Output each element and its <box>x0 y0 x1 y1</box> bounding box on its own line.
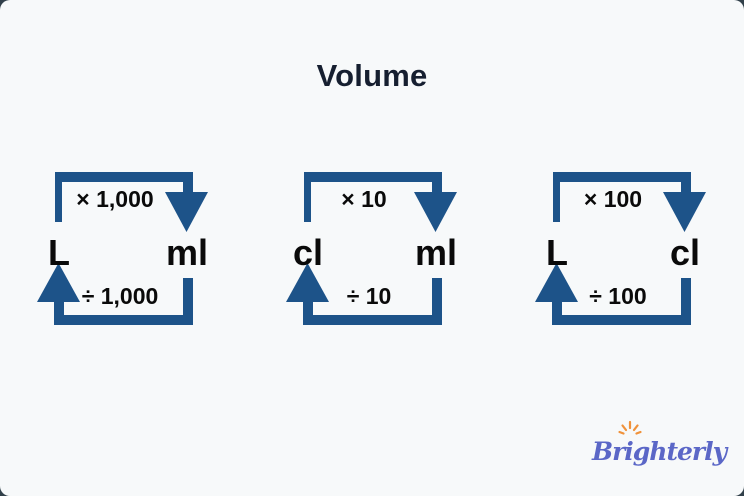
left-unit-label: cl <box>293 232 323 273</box>
up-arrowhead-icon <box>535 263 578 302</box>
up-arrowhead-icon <box>286 263 329 302</box>
left-unit-label: L <box>546 232 568 273</box>
conversion-diagram-cl-ml: cl ml × 10 ÷ 10 <box>285 168 459 326</box>
down-arrowhead-icon <box>165 192 208 232</box>
conversion-arrows-graphic: L ml × 1,000 ÷ 1,000 <box>37 172 208 325</box>
right-unit-label: ml <box>415 232 457 273</box>
conversion-arrows-graphic: cl ml × 10 ÷ 10 <box>286 172 457 325</box>
up-arrowhead-icon <box>37 263 80 302</box>
multiply-arrow <box>55 172 208 232</box>
conversion-diagram-l-cl: L cl × 100 ÷ 100 <box>534 168 708 326</box>
multiply-factor-label: × 100 <box>584 186 642 212</box>
brighterly-logo-text: Brighterly <box>592 437 727 466</box>
multiply-factor-label: × 1,000 <box>76 186 153 212</box>
divide-arrow <box>535 263 691 325</box>
divide-factor-label: ÷ 100 <box>589 283 646 309</box>
divide-arrow <box>37 263 193 325</box>
multiply-arrow <box>304 172 457 232</box>
page-title: Volume <box>316 58 428 93</box>
conversion-arrows-graphic: L cl × 100 ÷ 100 <box>535 172 706 325</box>
multiply-arrow <box>553 172 706 232</box>
left-unit-label: L <box>48 232 70 273</box>
right-unit-label: ml <box>166 232 208 273</box>
sun-rays-icon <box>618 420 642 435</box>
down-arrowhead-icon <box>414 192 457 232</box>
down-arrowhead-icon <box>663 192 706 232</box>
brighterly-logo: Brighterly <box>592 420 727 466</box>
multiply-factor-label: × 10 <box>341 186 386 212</box>
conversion-diagram-l-ml: L ml × 1,000 ÷ 1,000 <box>36 168 210 326</box>
right-unit-label: cl <box>670 232 700 273</box>
divide-factor-label: ÷ 10 <box>347 283 392 309</box>
divide-factor-label: ÷ 1,000 <box>82 283 159 309</box>
divide-arrow <box>286 263 442 325</box>
conversion-diagram-row: L ml × 1,000 ÷ 1,000 <box>0 168 744 326</box>
